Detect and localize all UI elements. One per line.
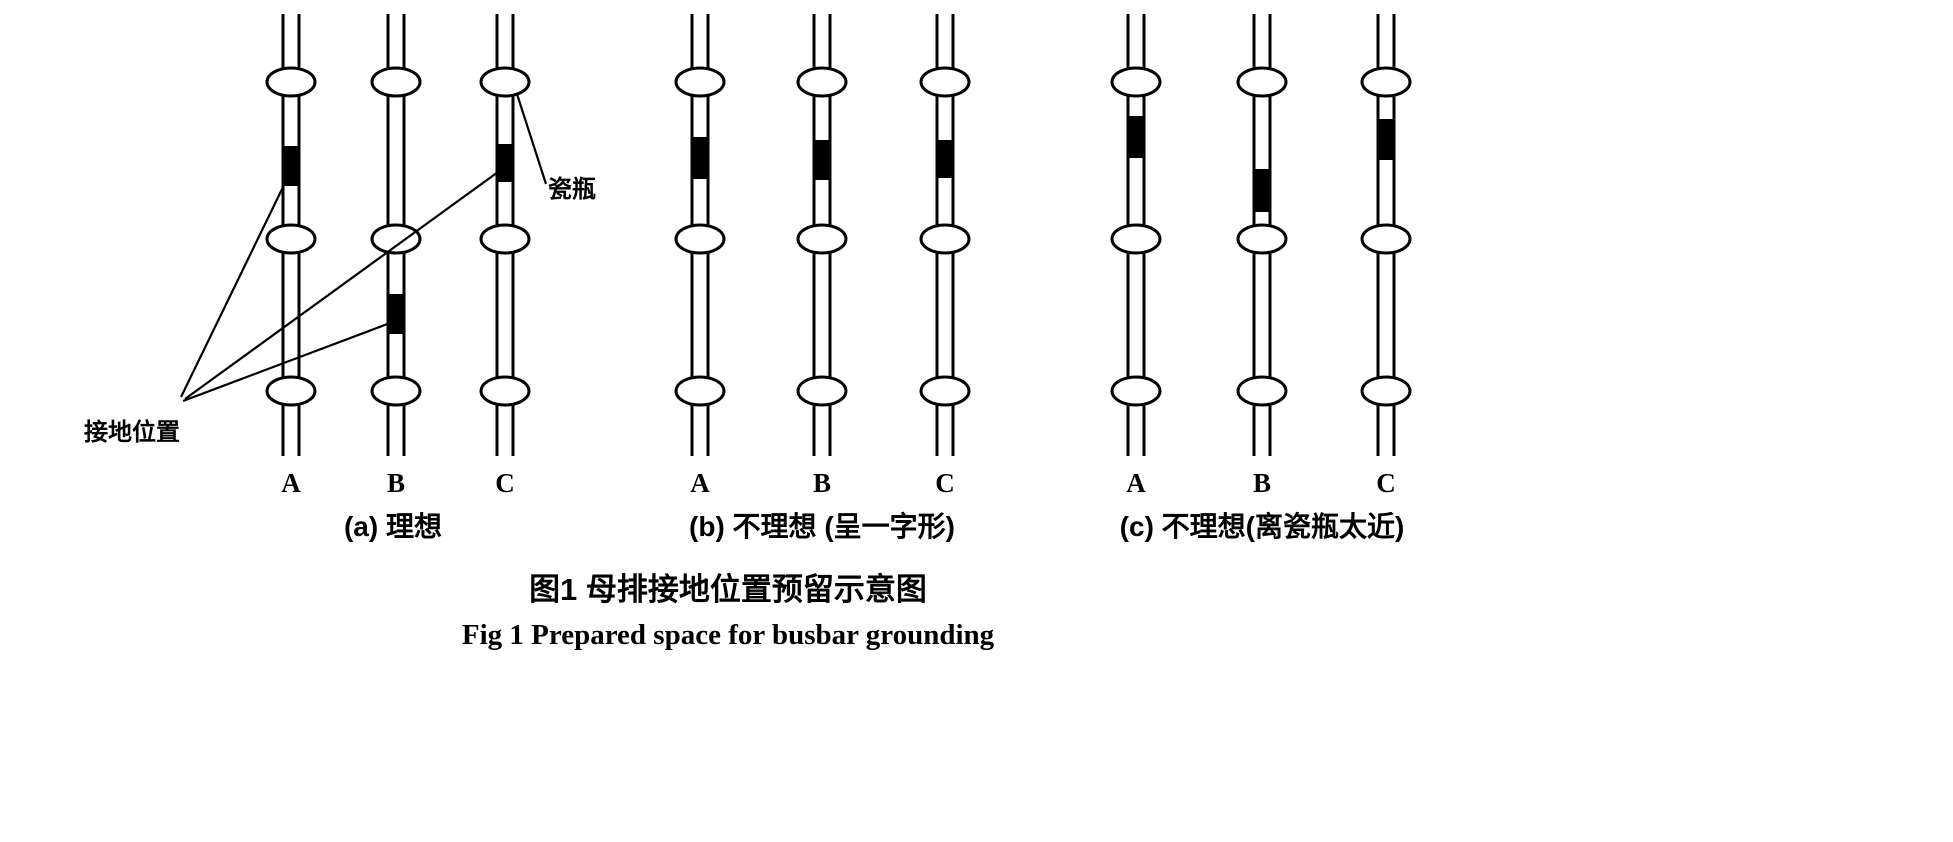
grounding-leader-line-2 bbox=[182, 321, 391, 403]
grounding-label: 接地位置 bbox=[84, 418, 180, 446]
grounding-mark-c-phase-b bbox=[1254, 169, 1270, 212]
busbar-group-a: A B C (a) 理想 bbox=[265, 12, 531, 542]
busbar-column-b-phase-c bbox=[919, 12, 971, 458]
grounding-mark-c-phase-c bbox=[1378, 119, 1394, 160]
annotation-insulator: 瓷瓶 bbox=[515, 93, 596, 203]
phase-label-b-b: B bbox=[813, 468, 831, 498]
group-caption-b: (b) 不理想 (呈一字形) bbox=[689, 510, 955, 542]
group-caption-c: (c) 不理想(离瓷瓶太近) bbox=[1120, 510, 1405, 542]
grounding-mark-c-phase-a bbox=[1128, 116, 1144, 158]
grounding-mark-a-phase-a bbox=[283, 146, 299, 186]
busbar-group-c: A B C (c) 不理想(离瓷瓶太近) bbox=[1110, 12, 1412, 542]
annotation-grounding: 接地位置 bbox=[84, 171, 499, 446]
grounding-mark-a-phase-b bbox=[388, 294, 404, 334]
busbar-column-c-phase-c bbox=[1360, 12, 1412, 458]
phase-label-a-b: B bbox=[387, 468, 405, 498]
busbar-column-a-phase-c bbox=[479, 12, 531, 458]
insulator-leader-line bbox=[515, 93, 548, 185]
phase-label-c-a: A bbox=[1126, 468, 1146, 498]
phase-label-b-c: C bbox=[935, 468, 955, 498]
group-caption-a: (a) 理想 bbox=[344, 511, 442, 542]
grounding-leader-line-1 bbox=[180, 182, 286, 398]
grounding-mark-b-phase-b bbox=[814, 140, 830, 180]
busbar-column-a-phase-a bbox=[265, 12, 317, 458]
figure-title-zh: 图1 母排接地位置预留示意图 bbox=[529, 572, 927, 607]
busbar-column-b-phase-a bbox=[674, 12, 726, 458]
busbar-column-c-phase-b bbox=[1236, 12, 1288, 458]
phase-label-b-a: A bbox=[690, 468, 710, 498]
phase-label-c-b: B bbox=[1253, 468, 1271, 498]
phase-label-c-c: C bbox=[1376, 468, 1396, 498]
phase-label-a-a: A bbox=[281, 468, 301, 498]
grounding-leader-line-3 bbox=[184, 171, 499, 400]
insulator-label: 瓷瓶 bbox=[548, 175, 596, 203]
grounding-mark-b-phase-a bbox=[692, 137, 708, 179]
grounding-mark-a-phase-c bbox=[497, 144, 513, 182]
busbar-column-c-phase-a bbox=[1110, 12, 1162, 458]
grounding-mark-b-phase-c bbox=[937, 140, 953, 178]
busbar-column-b-phase-b bbox=[796, 12, 848, 458]
busbar-group-b: A B C (b) 不理想 (呈一字形) bbox=[674, 12, 971, 542]
figure-title-en: Fig 1 Prepared space for busbar groundin… bbox=[462, 619, 995, 651]
phase-label-a-c: C bbox=[495, 468, 515, 498]
